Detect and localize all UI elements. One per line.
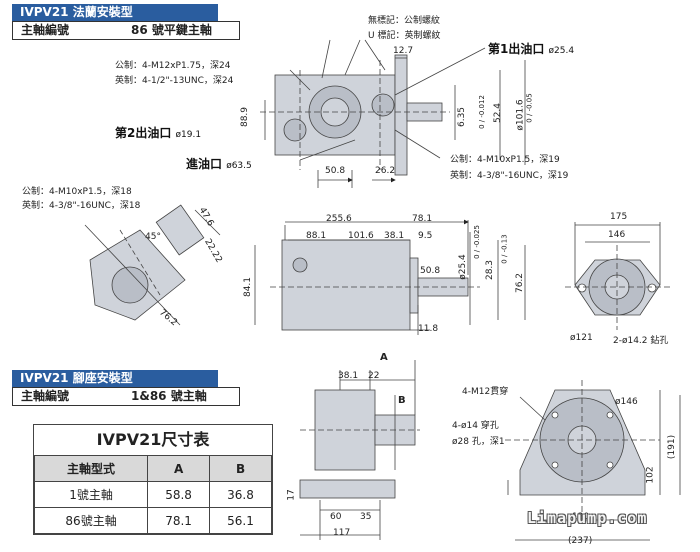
dim-17: 17 — [286, 489, 297, 501]
thread-m10-metric-right: 公制：4-M10xP1.5，深19 — [450, 155, 560, 165]
watermark-text: Limapump.com — [527, 509, 648, 527]
dimension-table: 主軸型式 A B 1號主軸 58.8 36.8 86號主軸 78.1 56.1 — [33, 455, 272, 534]
table-cell: 58.8 — [147, 481, 211, 508]
dim-12-7: 12.7 — [393, 46, 414, 56]
dim-121: ø121 — [570, 333, 593, 343]
dim-9-5: 9.5 — [418, 231, 433, 241]
dim-175: 175 — [610, 212, 628, 222]
foot-side-view — [299, 360, 420, 540]
inlet-dia: ø63.5 — [226, 161, 252, 171]
thread-m12-through: 4-M12貫穿 — [462, 387, 509, 397]
foot-shaft-label: 主軸編號 — [21, 389, 70, 403]
table-header-cell: 主軸型式 — [33, 455, 149, 482]
dim-146b: ø146 — [615, 397, 638, 407]
dim-255-6: 255.6 — [326, 214, 352, 224]
outlet1-label: 第1出油口 ø25.4 — [488, 42, 575, 56]
dim-101-6-tol: 0 / -0.05 — [525, 93, 534, 123]
dim-191: (191) — [667, 434, 678, 460]
dim-237: (237) — [568, 536, 593, 546]
table-row: 1號主軸 58.8 36.8 — [33, 481, 272, 508]
dim-50-8a: 50.8 — [325, 166, 346, 176]
dim-28-3: 28.3 — [485, 259, 496, 281]
hole-14-through: 4-ø14 穿孔 — [452, 421, 499, 431]
dim-84-1: 84.1 — [243, 276, 254, 298]
dim-101-6: ø101.6 — [515, 99, 526, 131]
table-header-cell: B — [209, 455, 272, 482]
dim-26-2: 26.2 — [375, 166, 396, 176]
u-mark-note: U 標記：英制螺紋 — [368, 31, 441, 41]
dim-B: B — [398, 395, 406, 406]
table-cell: 1號主軸 — [33, 481, 149, 508]
outlet1-dia: ø25.4 — [548, 46, 575, 56]
dim-45-deg: 45° — [145, 232, 161, 242]
hole-28-deep: ø28 孔，深1 — [452, 437, 505, 447]
dim-88-1: 88.1 — [306, 231, 327, 241]
flange-title: IVPV21 法蘭安裝型 — [12, 4, 218, 21]
flange-top-view — [260, 39, 526, 188]
inlet-label: 進油口 ø63.5 — [186, 157, 252, 171]
table-cell: 36.8 — [209, 481, 272, 508]
dim-14-2-drill: 2-ø14.2 鉆孔 — [613, 336, 669, 346]
dim-38-1b: 38.1 — [338, 371, 359, 381]
foot-shaft-row: 主軸編號 1&86 號主軸 — [12, 387, 240, 406]
table-header-cell: A — [147, 455, 211, 482]
dim-120: 120 — [572, 512, 590, 522]
foot-title: IVPV21 腳座安裝型 — [12, 370, 218, 387]
table-row: 86號主軸 78.1 56.1 — [33, 507, 272, 534]
foot-front-view — [505, 380, 681, 541]
dim-11-8: 11.8 — [418, 324, 439, 334]
outlet2-dia: ø19.1 — [175, 130, 202, 140]
dim-25-4: ø25.4 — [457, 254, 468, 280]
dim-117: 117 — [333, 528, 351, 538]
table-cell: 86號主軸 — [33, 507, 149, 534]
dim-28-3-tol: 0 / -0.13 — [500, 234, 509, 264]
dim-A: A — [380, 352, 388, 363]
left-angled-view — [84, 204, 221, 326]
flange-shaft-label: 主軸編號 — [21, 23, 70, 37]
table-cell: 56.1 — [209, 507, 272, 534]
table-cell: 78.1 — [147, 507, 211, 534]
dim-50-8b: 50.8 — [420, 266, 441, 276]
thread-m12-inch: 英制：4-1/2"-13UNC，深24 — [115, 76, 234, 86]
side-view — [254, 219, 526, 335]
dim-146: 146 — [608, 230, 626, 240]
outlet2-label: 第2出油口 ø19.1 — [115, 126, 202, 140]
dim-88-9: 88.9 — [240, 106, 251, 128]
dim-52-4: 52.4 — [493, 102, 504, 124]
foot-shaft-value: 1&86 號主軸 — [131, 389, 207, 403]
thread-m10-inch-right: 英制：4-3/8"-16UNC，深19 — [450, 171, 569, 181]
thread-m10-inch-left: 英制：4-3/8"-16UNC，深18 — [22, 201, 141, 211]
flange-shaft-row: 主軸編號 86 號平鍵主軸 — [12, 21, 240, 40]
dim-6-35: 6.35 — [457, 106, 468, 128]
dim-35: 35 — [360, 512, 372, 522]
metric-mark-note: 無標記：公制螺紋 — [368, 16, 441, 26]
dim-101-6b: 101.6 — [348, 231, 374, 241]
dim-102: 102 — [645, 466, 656, 484]
table-caption: IVPV21尺寸表 — [96, 430, 210, 449]
dim-60: 60 — [330, 512, 342, 522]
thread-m10-metric-left: 公制：4-M10xP1.5，深18 — [22, 187, 132, 197]
dim-38-1a: 38.1 — [384, 231, 405, 241]
dim-6-35-tol: 0 / -0.012 — [477, 95, 486, 129]
flange-shaft-value: 86 號平鍵主軸 — [131, 23, 212, 37]
dim-25-4-tol: 0 / -0.025 — [472, 225, 481, 259]
dim-76-2b: 76.2 — [515, 272, 526, 294]
dimension-table-box: IVPV21尺寸表 主軸型式 A B 1號主軸 58.8 36.8 86號主軸 … — [33, 424, 273, 535]
thread-m12-metric: 公制：4-M12xP1.75，深24 — [115, 61, 231, 71]
dim-22: 22 — [368, 371, 380, 381]
end-view — [565, 222, 670, 330]
dim-78-1: 78.1 — [412, 214, 433, 224]
